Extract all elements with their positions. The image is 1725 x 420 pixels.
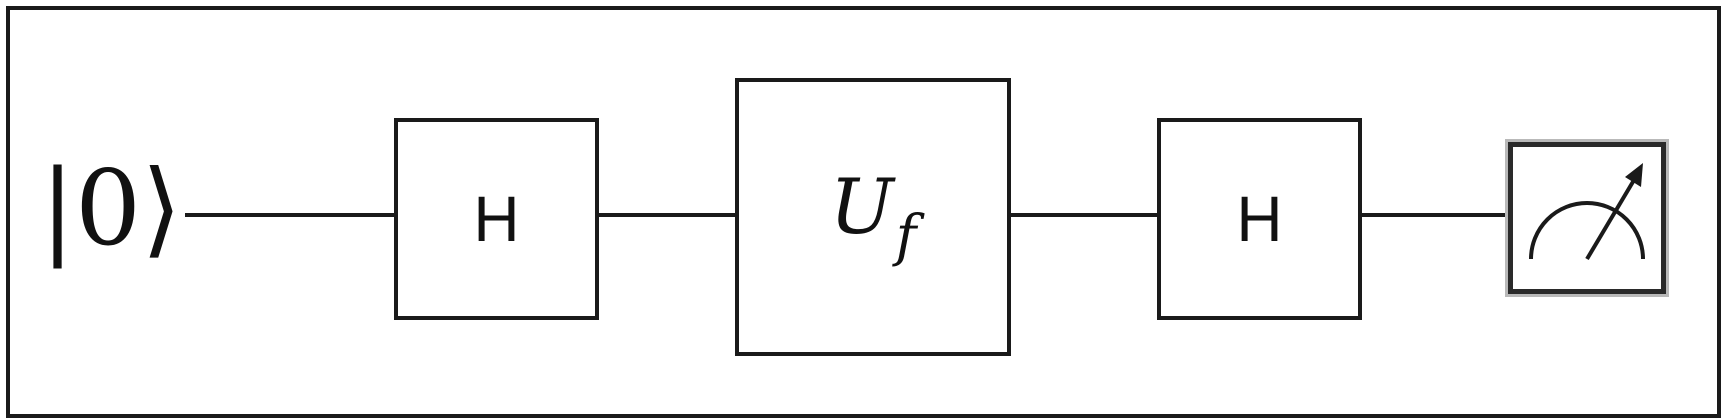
input-state-label: |0⟩ xyxy=(40,147,182,269)
measurement-box xyxy=(1508,142,1666,294)
input-state: |0⟩ xyxy=(40,148,182,268)
wire-input-to-h1 xyxy=(185,213,397,217)
oracle-gate-label: Uf xyxy=(830,169,917,265)
hadamard-gate-2-label: H xyxy=(1236,183,1283,255)
wire-h1-to-oracle xyxy=(597,213,737,217)
hadamard-gate-2: H xyxy=(1157,118,1362,320)
oracle-gate: Uf xyxy=(735,78,1011,356)
wire-h2-to-meter xyxy=(1360,213,1510,217)
oracle-gate-label-main: U xyxy=(829,162,894,251)
wire-oracle-to-h2 xyxy=(1010,213,1160,217)
meter-icon xyxy=(1529,163,1645,261)
hadamard-gate-1-label: H xyxy=(473,183,520,255)
hadamard-gate-1: H xyxy=(394,118,599,320)
oracle-gate-label-sub: f xyxy=(895,204,917,269)
